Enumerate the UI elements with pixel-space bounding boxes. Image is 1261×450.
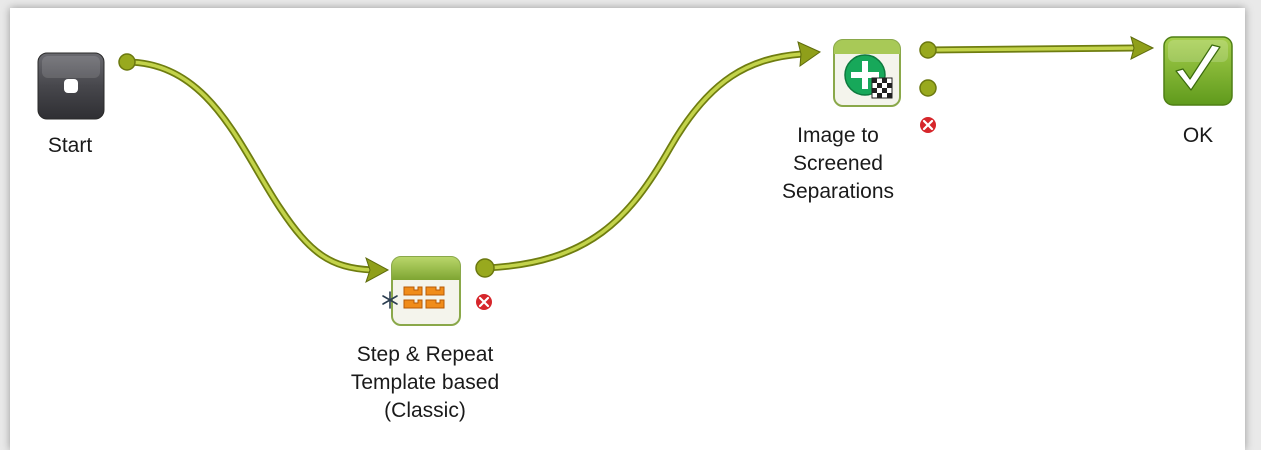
arrowhead-icon <box>1130 36 1155 60</box>
node-label-line: (Classic) <box>384 399 466 422</box>
node-label-ok: OK <box>1182 124 1214 147</box>
node-label-step-repeat: Step & Repeat Template based (Classic) <box>320 341 530 425</box>
screening-error-connector[interactable] <box>920 117 936 133</box>
arrowhead-icon <box>365 256 390 284</box>
node-label-line: Template based <box>350 371 500 394</box>
node-label-start: Start <box>47 134 93 157</box>
node-label-line: Image to <box>797 124 879 147</box>
connection-screening-to-ok[interactable] <box>924 36 1155 60</box>
workflow-canvas: Start <box>10 8 1245 450</box>
node-label-line: Step & Repeat <box>356 343 494 366</box>
asterisk-icon <box>382 291 398 309</box>
screening-output-connector[interactable] <box>919 41 937 59</box>
error-x-icon <box>478 296 490 308</box>
start-square-icon[interactable] <box>36 51 106 121</box>
node-label-line: Separations <box>781 180 895 203</box>
checkmark-icon[interactable] <box>1162 35 1234 107</box>
step-repeat-error-connector[interactable] <box>476 294 492 310</box>
node-label-line: Screened <box>793 152 883 175</box>
node-label-screened-separations: Image to Screened Separations <box>748 122 928 206</box>
connection-start-to-step-repeat[interactable] <box>122 58 390 284</box>
error-x-icon <box>922 119 934 131</box>
step-repeat-icon[interactable] <box>390 255 462 327</box>
start-output-connector[interactable] <box>118 53 136 71</box>
checker-pattern <box>871 77 893 99</box>
screening-secondary-output-connector[interactable] <box>919 79 937 97</box>
screening-icon[interactable] <box>832 38 902 108</box>
connection-step-repeat-to-screening[interactable] <box>482 41 822 272</box>
arrowhead-icon <box>797 41 822 68</box>
step-repeat-output-connector[interactable] <box>475 258 495 278</box>
connection-layer <box>118 36 1155 310</box>
